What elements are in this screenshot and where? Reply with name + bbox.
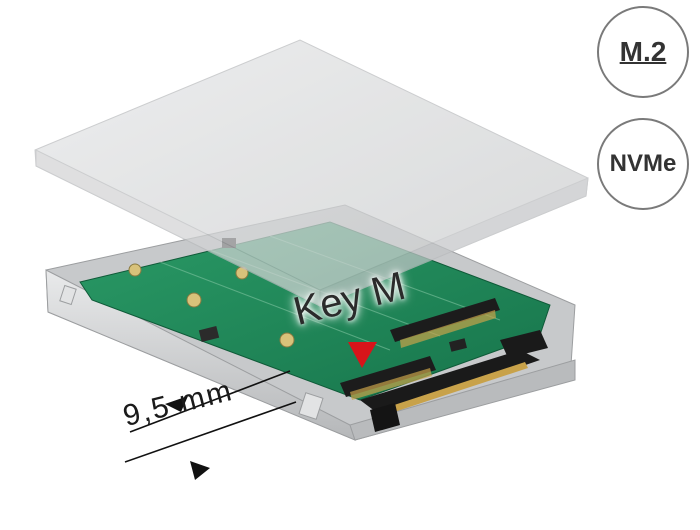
thickness-dimension [124,370,297,480]
m2-socket [340,298,500,400]
nvme-badge-label: NVMe [609,150,677,177]
top-cover [34,39,589,307]
chip [449,338,467,352]
mount-hole [279,332,295,348]
mount-hole [128,263,142,277]
mount-hole [186,292,202,308]
chip [198,326,220,342]
key-arrow-icon [348,342,377,368]
m2-badge: M.2 [597,6,689,98]
m2-badge-label: M.2 [619,36,667,67]
nvme-badge: NVMe [597,118,689,210]
edge-connector [360,330,548,432]
